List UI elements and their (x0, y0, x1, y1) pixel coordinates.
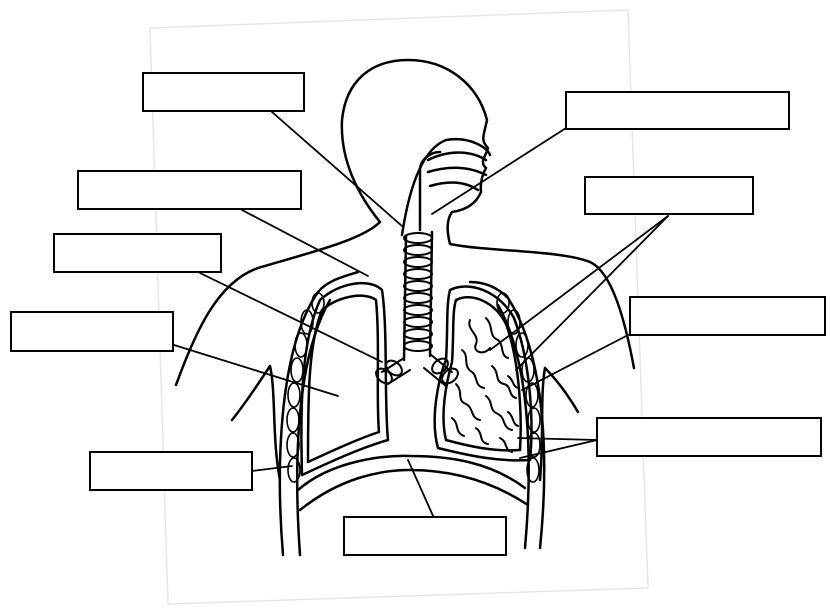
label-box-nasal-cavity[interactable] (142, 72, 305, 112)
label-box-right-lung[interactable] (10, 311, 174, 352)
label-box-diaphragm[interactable] (343, 516, 507, 556)
chest-wall-right (280, 272, 358, 555)
label-box-trachea[interactable] (53, 233, 222, 273)
label-box-alveoli[interactable] (596, 417, 822, 457)
label-box-bronchioles[interactable] (584, 176, 754, 215)
label-box-left-lung[interactable] (629, 296, 826, 336)
bronchioles (452, 318, 518, 452)
label-box-mouth[interactable] (565, 91, 790, 130)
label-box-ribs[interactable] (89, 451, 253, 491)
label-box-pharynx[interactable] (77, 170, 302, 210)
right-lung-inner (308, 296, 379, 462)
diaphragm-lower (300, 470, 528, 510)
left-lung-inner (444, 297, 521, 450)
left-arm-inner (540, 368, 578, 480)
trachea-rings (404, 233, 432, 351)
